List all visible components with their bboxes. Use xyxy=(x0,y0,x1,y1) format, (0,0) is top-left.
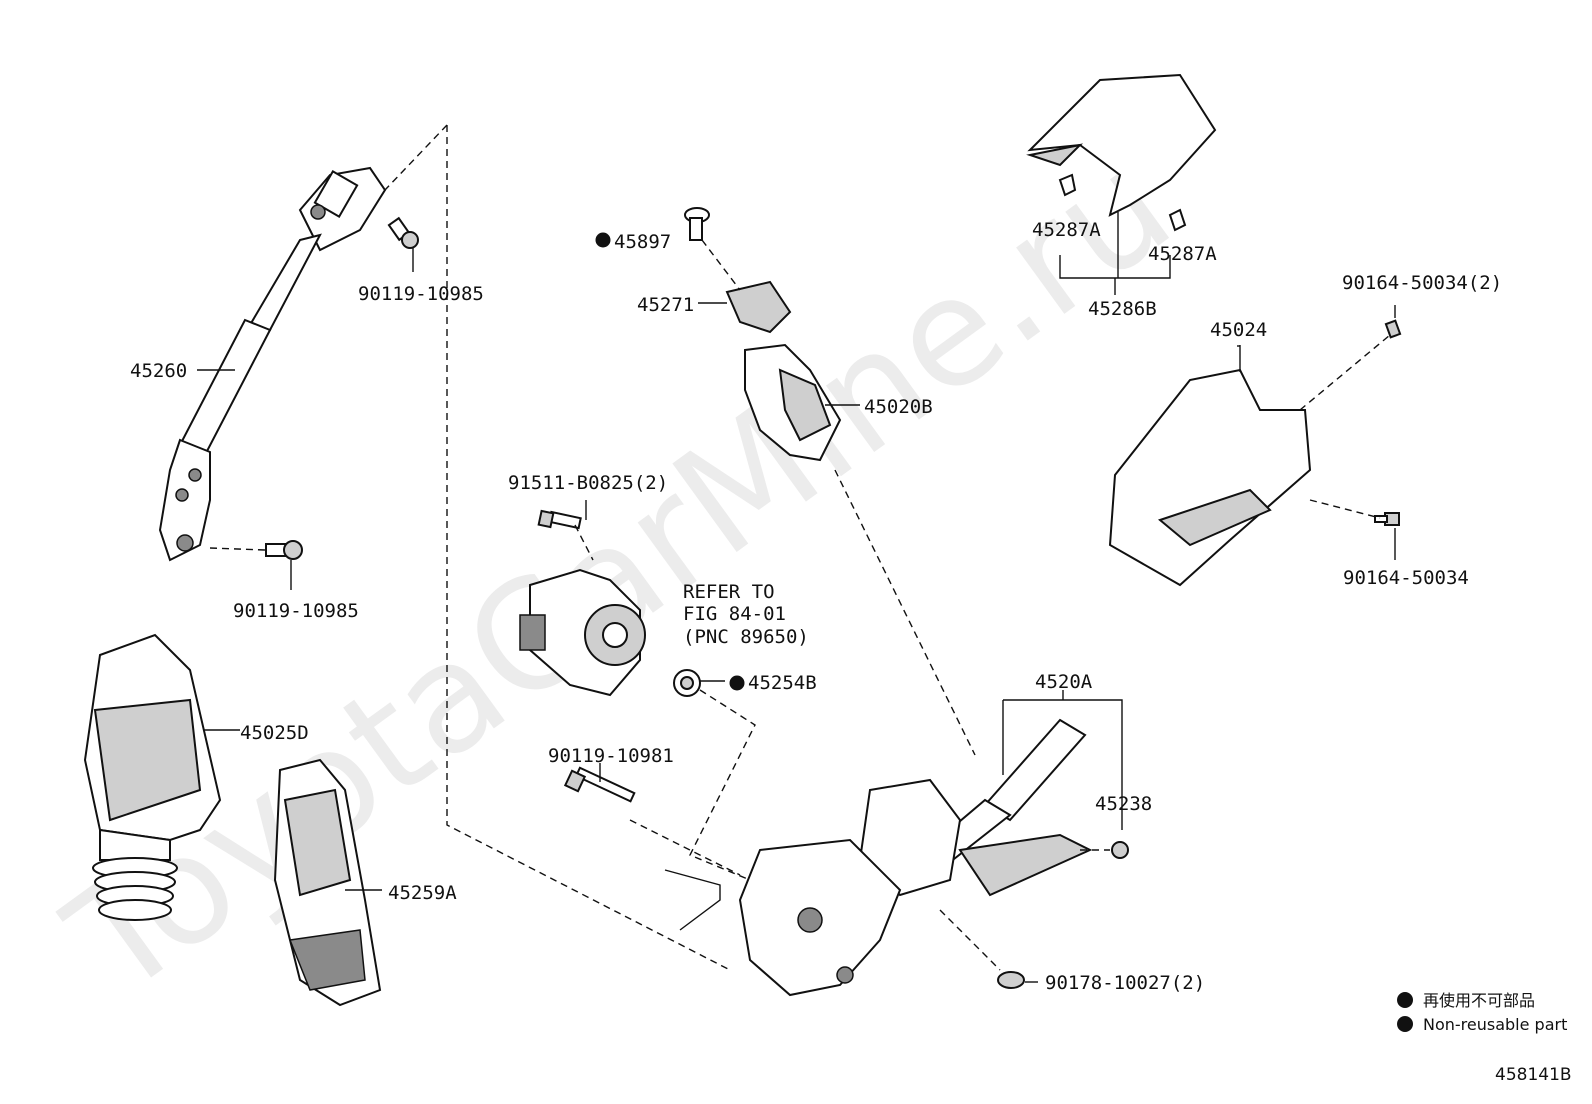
screw-90164-50034-drawing xyxy=(1374,512,1400,526)
label-refer-to: REFER TO xyxy=(683,581,775,603)
diagram-code: 458141B xyxy=(1495,1065,1572,1085)
legend-dot-en xyxy=(1397,1016,1413,1032)
sleeve-45271-drawing xyxy=(725,280,792,334)
intermediate-shaft-drawing xyxy=(158,166,387,562)
boot-45025D-drawing xyxy=(83,633,222,921)
bolt-45897-drawing xyxy=(684,207,710,241)
legend-english: Non-reusable part xyxy=(1423,1015,1567,1034)
label-45259A: 45259A xyxy=(388,882,457,904)
label-90164-50034: 90164-50034 xyxy=(1343,567,1469,589)
nut-90178-drawing xyxy=(997,971,1025,989)
steering-column-drawing xyxy=(664,718,1093,997)
label-45897: 45897 xyxy=(614,231,671,253)
upper-cover-45286B-drawing xyxy=(1026,73,1217,232)
assembly-lines xyxy=(209,124,1391,971)
housing-45020B-drawing xyxy=(744,343,842,462)
bolt-90119-10981-drawing xyxy=(563,766,636,803)
label-91511-B0825: 91511-B0825(2) xyxy=(508,472,668,494)
label-45024: 45024 xyxy=(1210,319,1267,341)
lower-cover-45024-drawing xyxy=(1108,368,1312,587)
cover-45259A-drawing xyxy=(273,758,382,1007)
watermark-text: ToyotaCarMine.ru xyxy=(38,118,1201,1030)
label-90178-10027: 90178-10027(2) xyxy=(1045,972,1205,994)
label-45238: 45238 xyxy=(1095,793,1152,815)
star-nut-45254B-drawing xyxy=(673,669,701,697)
bolt-90119-10985-bottom-drawing xyxy=(265,540,303,560)
label-45254B: 45254B xyxy=(748,672,817,694)
label-4520A: 4520A xyxy=(1035,671,1093,693)
label-45287A-right: 45287A xyxy=(1148,243,1217,265)
label-45025D: 45025D xyxy=(240,722,309,744)
label-90119-10985-bottom: 90119-10985 xyxy=(233,600,359,622)
legend-dot-jp xyxy=(1397,992,1413,1008)
screw-90164-50034-2-drawing xyxy=(1384,319,1402,339)
ignition-lock-drawing xyxy=(519,568,646,697)
label-45287A-left: 45287A xyxy=(1032,219,1101,241)
label-45260: 45260 xyxy=(130,360,187,382)
leader-lines xyxy=(197,212,1396,983)
nut-45238-drawing xyxy=(1111,841,1129,859)
legend: 再使用不可部品 Non-reusable part xyxy=(1397,991,1567,1034)
non-reusable-dot-45897 xyxy=(595,232,611,248)
label-90119-10981: 90119-10981 xyxy=(548,745,674,767)
label-45271: 45271 xyxy=(637,294,694,316)
bolt-91511-drawing xyxy=(537,509,582,530)
label-refer-pnc: (PNC 89650) xyxy=(683,626,809,648)
legend-japanese: 再使用不可部品 xyxy=(1423,991,1535,1010)
label-refer-fig: FIG 84-01 xyxy=(683,603,786,625)
non-reusable-dot-45254B xyxy=(729,675,745,691)
bolt-90119-10985-top-drawing xyxy=(387,216,419,249)
label-90164-50034-2: 90164-50034(2) xyxy=(1342,272,1502,294)
label-45020B: 45020B xyxy=(864,396,933,418)
label-45286B: 45286B xyxy=(1088,298,1157,320)
label-90119-10985-top: 90119-10985 xyxy=(358,283,484,305)
